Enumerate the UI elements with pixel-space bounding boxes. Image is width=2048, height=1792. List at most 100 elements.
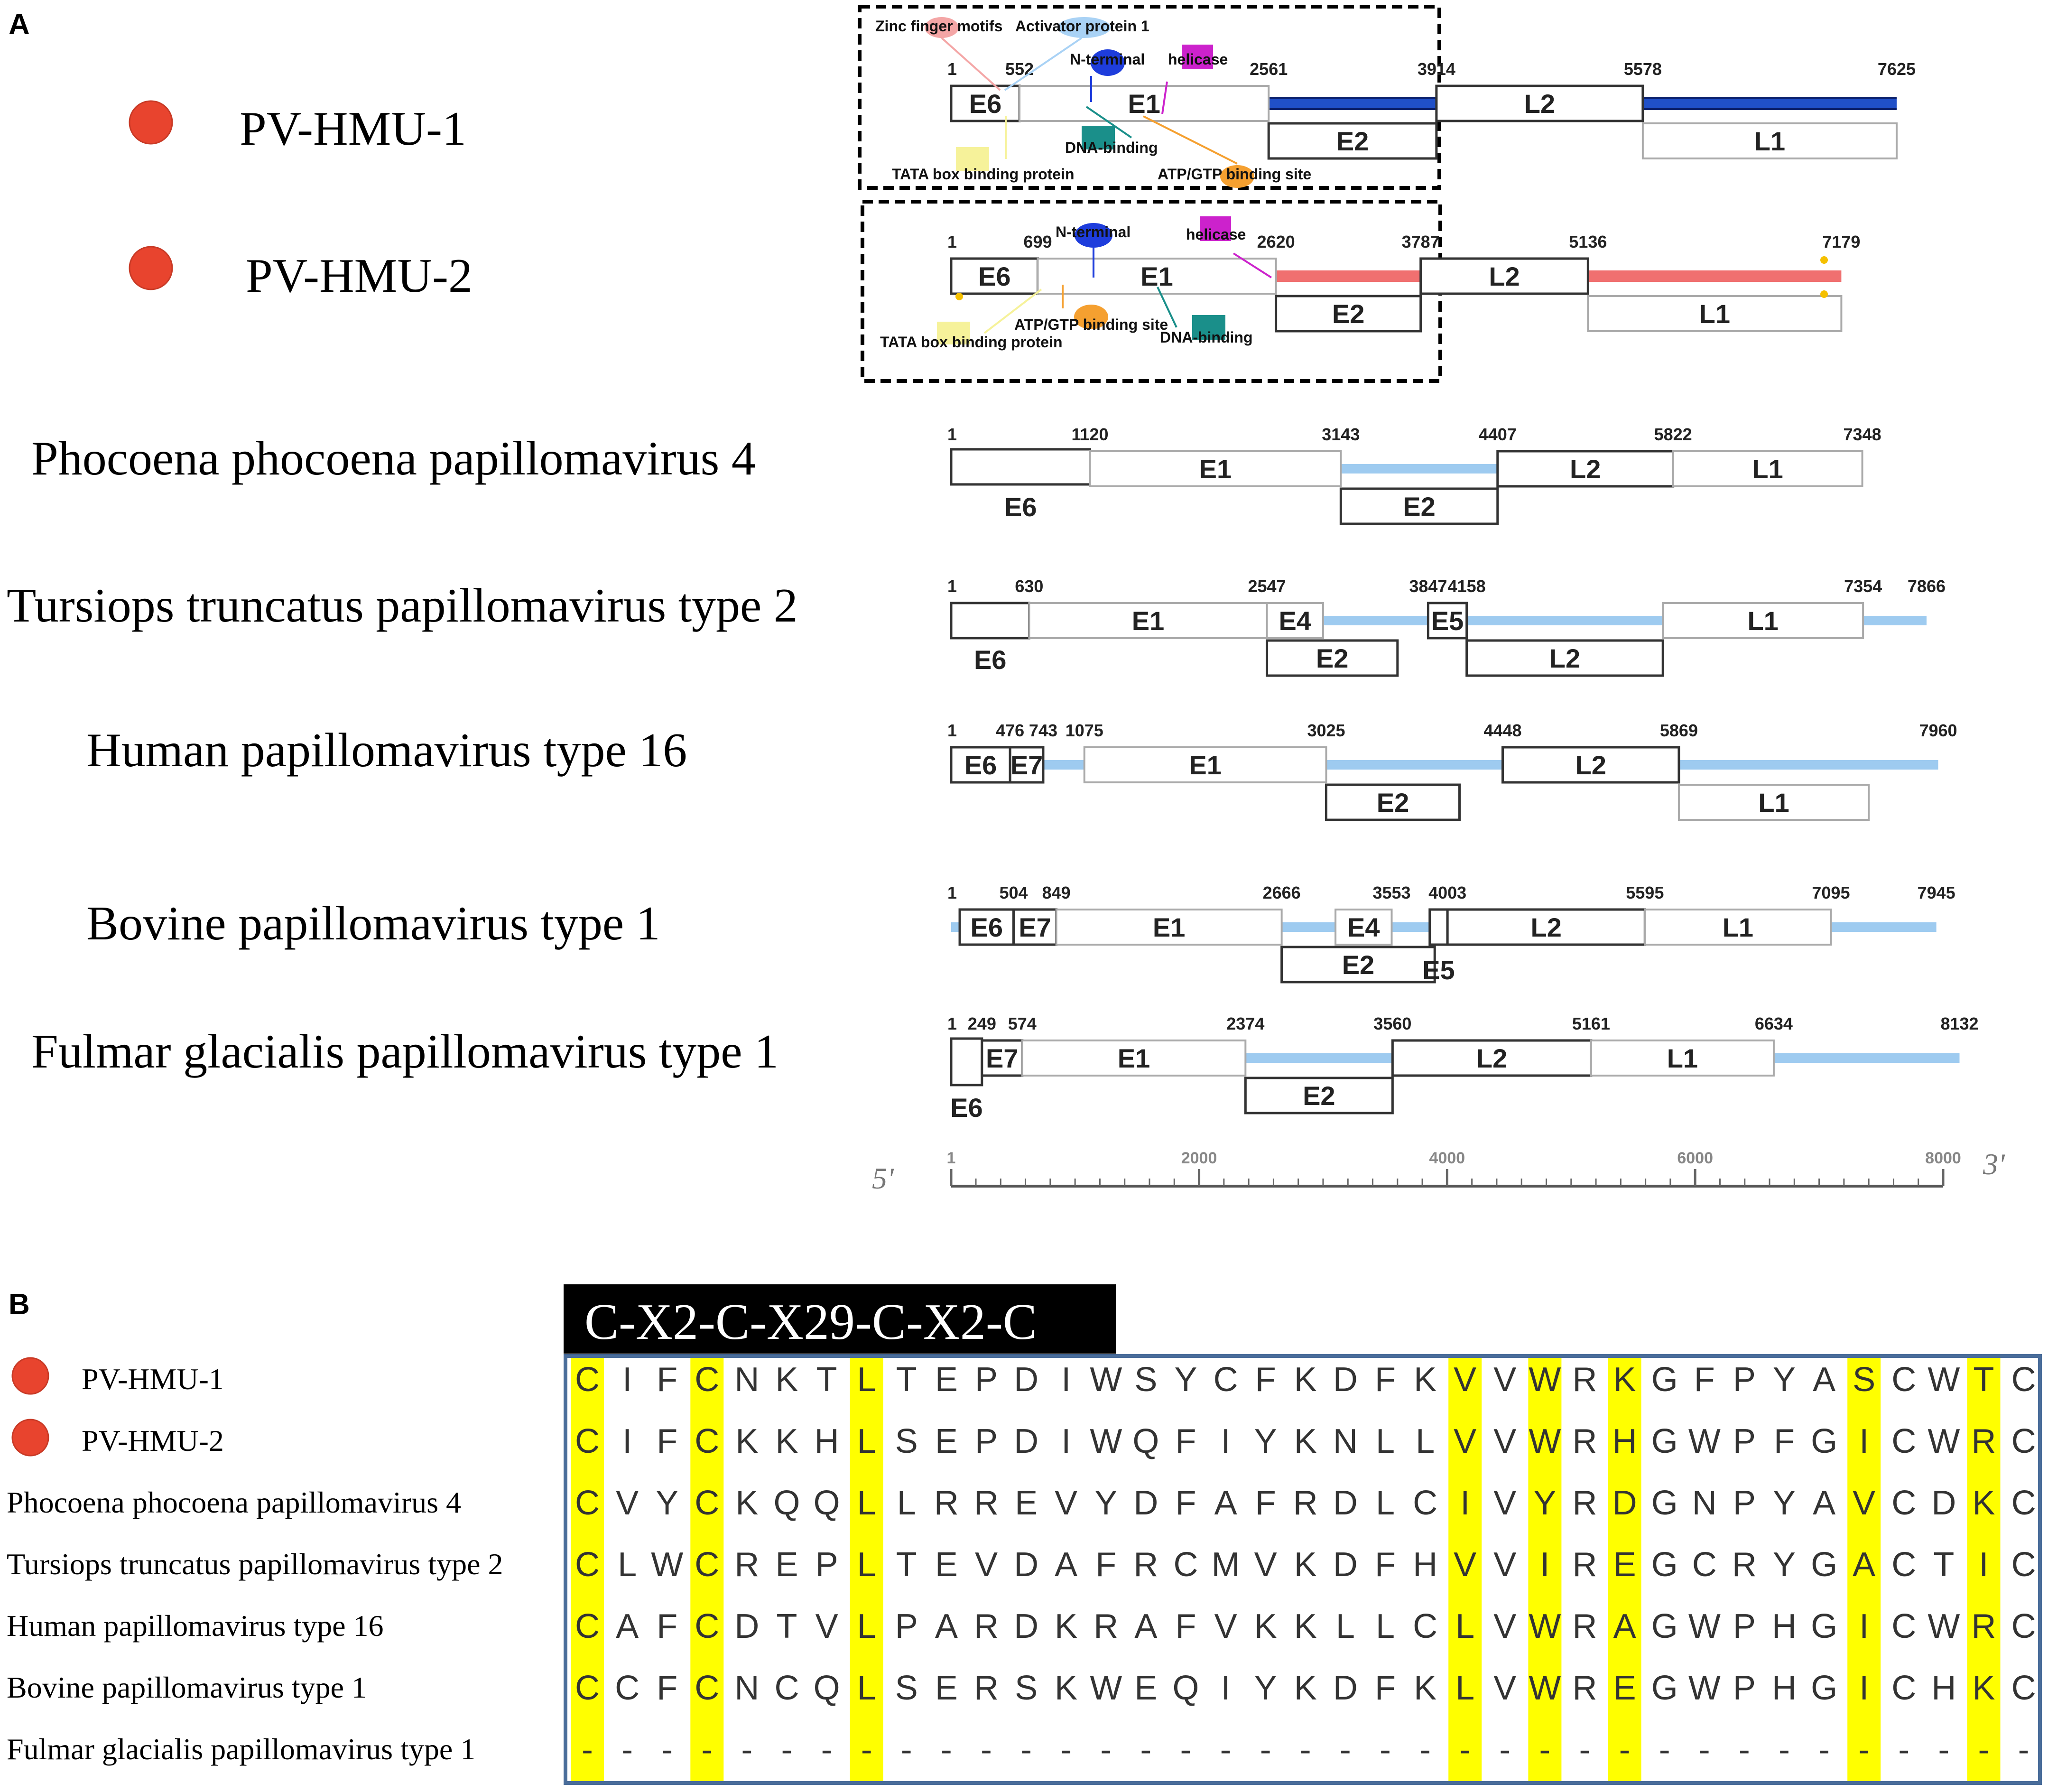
alignment-residue: C — [2011, 1607, 2036, 1645]
gene-label: L2 — [1570, 454, 1601, 484]
gene-box-l2 — [1391, 1039, 1593, 1077]
alignment-residue: K — [1613, 1361, 1636, 1399]
alignment-residue: P — [1733, 1422, 1756, 1460]
alignment-residue: W — [1688, 1607, 1721, 1645]
alignment-residue: L — [857, 1607, 876, 1645]
alignment-residue: F — [657, 1669, 677, 1707]
genome-position-label: 5595 — [1626, 883, 1664, 902]
gene-label: E6 — [978, 261, 1011, 291]
gene-box-e1 — [1089, 450, 1342, 487]
alignment-residue: - — [1340, 1731, 1351, 1769]
alignment-residue: N — [734, 1669, 759, 1707]
gene-box-e2 — [1267, 122, 1438, 160]
alignment-residue: C — [695, 1546, 719, 1584]
track-name: Phocoena phocoena papillomavirus 4 — [31, 432, 756, 485]
alignment-residue: D — [1612, 1484, 1637, 1522]
gene-box-l2 — [1496, 450, 1675, 488]
alignment-residue: - — [1419, 1731, 1431, 1769]
gene-label: E7 — [986, 1043, 1019, 1073]
genome-position-label: 552 — [1005, 59, 1034, 79]
genome-position-label: 1075 — [1066, 721, 1103, 740]
alignment-residue: V — [1853, 1484, 1875, 1522]
alignment-residue: I — [622, 1422, 632, 1460]
alignment-residue: K — [775, 1361, 798, 1399]
motif-connector — [1233, 252, 1272, 279]
alignment-residue: G — [1651, 1422, 1678, 1460]
motif-label: N-terminal — [1056, 223, 1131, 241]
alignment-residue: C — [1692, 1546, 1717, 1584]
alignment-residue: R — [934, 1484, 959, 1522]
conserved-column-highlight — [1608, 1358, 1641, 1781]
alignment-residue: - — [1818, 1731, 1830, 1769]
gene-box-l1 — [1662, 602, 1864, 639]
alignment-residue: T — [1974, 1361, 1994, 1399]
alignment-residue: V — [616, 1484, 639, 1522]
conserved-column-highlight — [690, 1358, 724, 1781]
alignment-residue: G — [1811, 1546, 1837, 1584]
alignment-residue: R — [1293, 1484, 1318, 1522]
alignment-residue: H — [1772, 1669, 1797, 1707]
genome-position-label: 1 — [947, 59, 957, 79]
gene-box-e2 — [1325, 783, 1461, 821]
motif-label: DNA-binding — [1065, 139, 1158, 156]
genome-position-label: 3143 — [1322, 425, 1360, 444]
alignment-residue: P — [1733, 1607, 1756, 1645]
genome-position-label: 2620 — [1257, 232, 1295, 251]
alignment-residue: W — [1688, 1669, 1721, 1707]
conserved-column-highlight — [1847, 1358, 1881, 1781]
alignment-residue: E — [1613, 1546, 1636, 1584]
conserved-column-highlight — [1448, 1358, 1482, 1781]
alignment-residue: - — [901, 1731, 912, 1769]
alignment-residue: V — [1493, 1484, 1516, 1522]
genome-position-label: 7960 — [1919, 721, 1957, 740]
alignment-residue: - — [1739, 1731, 1750, 1769]
genome-position-label: 1 — [947, 232, 957, 251]
alignment-residue: F — [1375, 1361, 1396, 1399]
alignment-residue: K — [1254, 1607, 1277, 1645]
alignment-residue: S — [895, 1422, 918, 1460]
alignment-residue: H — [1772, 1607, 1797, 1645]
end-marker — [1820, 290, 1828, 298]
alignment-residue: H — [1931, 1669, 1956, 1707]
gene-box-e5 — [1427, 602, 1468, 640]
alignment-residue: W — [651, 1546, 683, 1584]
motif-connector — [983, 288, 1042, 334]
motif-marker-ellipse — [1075, 223, 1112, 248]
alignment-residue: I — [1859, 1422, 1869, 1460]
alignment-residue: D — [1014, 1546, 1038, 1584]
motif-label: Zinc finger motifs — [875, 18, 1002, 35]
panel-b-label: B — [9, 1288, 30, 1321]
alignment-residue: C — [2011, 1361, 2036, 1399]
track-ttpv2: Tursiops truncatus papillomavirus type 2… — [7, 576, 1946, 677]
alignment-row-name: Human papillomavirus type 16 — [7, 1609, 384, 1643]
gene-label: L1 — [1747, 606, 1778, 636]
gene-label: E2 — [1316, 643, 1349, 673]
gene-label: L1 — [1752, 454, 1783, 484]
gene-box-e6 — [950, 746, 1011, 784]
gene-box-e5 — [1428, 908, 1449, 946]
alignment-residue: C — [2011, 1484, 2036, 1522]
alignment-residue: F — [657, 1422, 677, 1460]
alignment-residue: Y — [1773, 1361, 1796, 1399]
alignment-residue: L — [1376, 1484, 1395, 1522]
alignment-residue: V — [1214, 1607, 1237, 1645]
alignment-residue: C — [575, 1361, 600, 1399]
alignment-frame — [564, 1354, 2042, 1785]
gene-label: L2 — [1531, 912, 1562, 942]
alignment-residue: F — [1255, 1361, 1276, 1399]
alignment-residue: - — [621, 1731, 633, 1769]
alignment-row: Fulmar glacialis papillomavirus type 1--… — [7, 1731, 2029, 1769]
gene-label: E4 — [1347, 912, 1380, 942]
alignment-residue: Y — [1773, 1546, 1796, 1584]
track-name: Fulmar glacialis papillomavirus type 1 — [31, 1025, 778, 1078]
genome-position-label: 249 — [968, 1014, 996, 1033]
genome-position-label: 2547 — [1248, 576, 1286, 596]
alignment-residue: - — [1459, 1731, 1471, 1769]
genome-position-label: 1 — [947, 883, 957, 902]
alignment-residue: V — [1493, 1361, 1516, 1399]
alignment-residue: Q — [814, 1669, 840, 1707]
alignment-residue: C — [1891, 1484, 1916, 1522]
alignment-residue: - — [941, 1731, 952, 1769]
